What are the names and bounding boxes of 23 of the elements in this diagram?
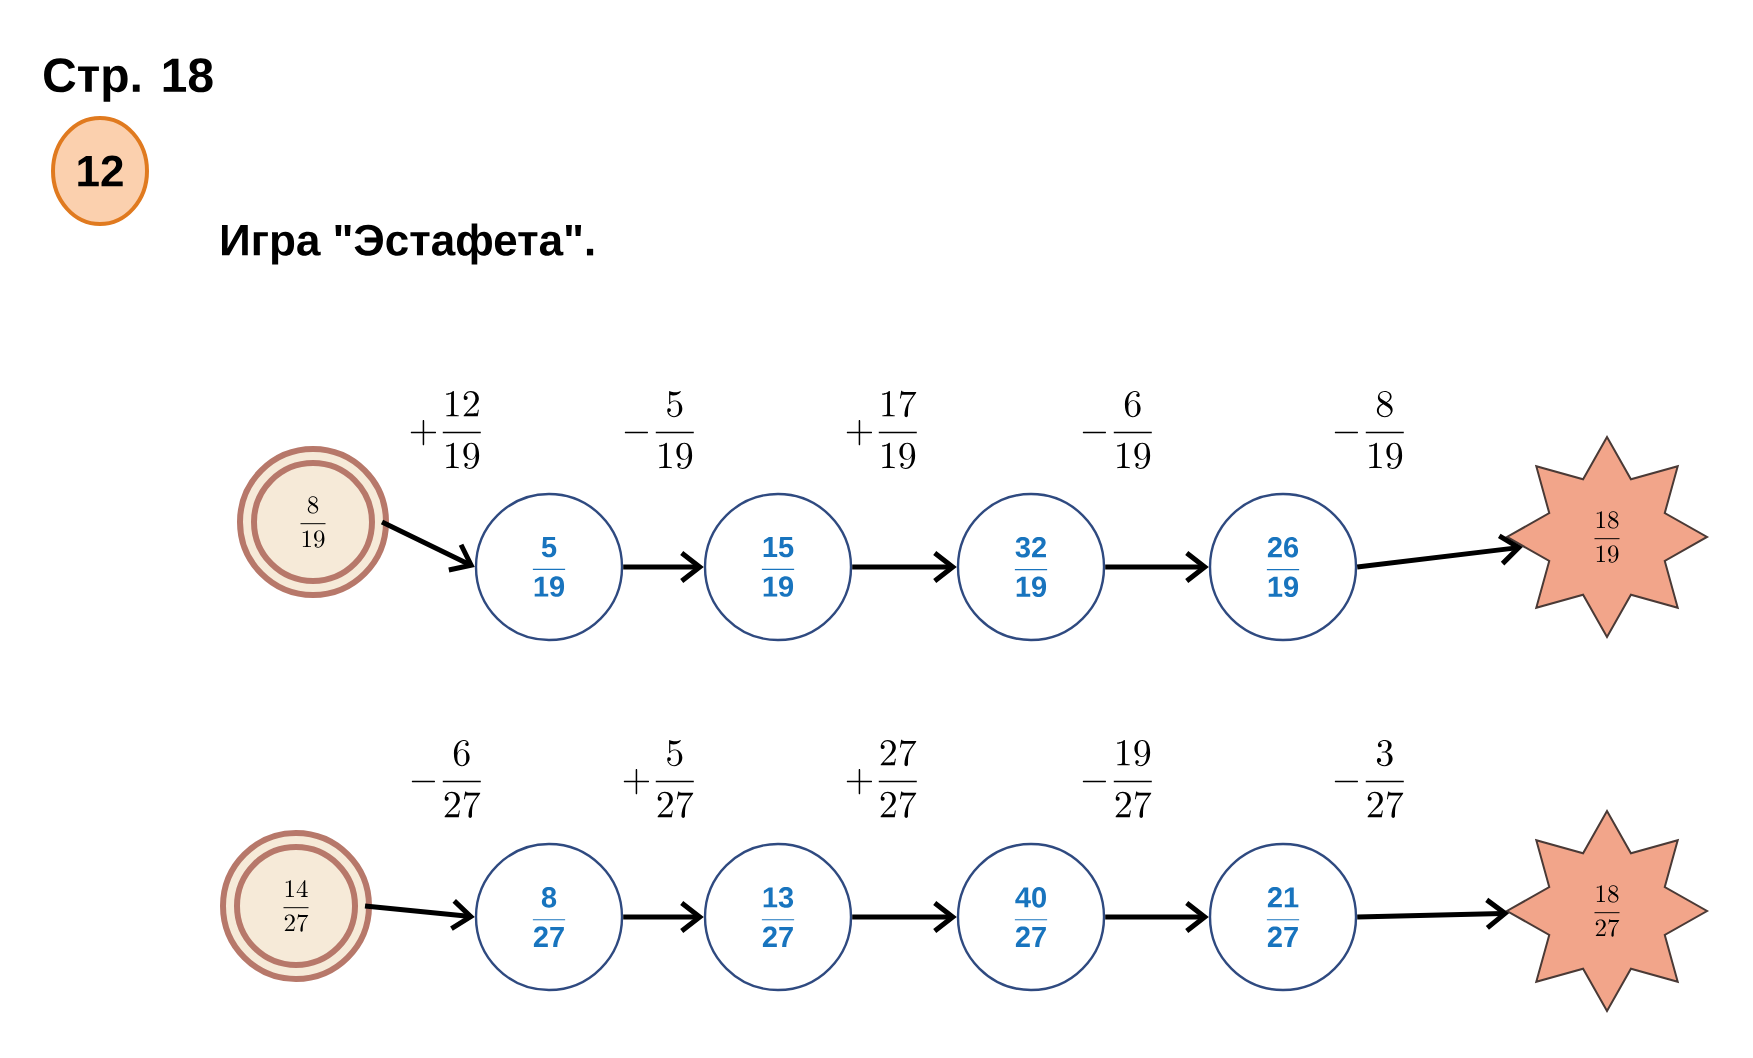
arrow <box>852 551 957 583</box>
arrow <box>623 551 704 583</box>
edge-label: $+\frac{12}{19}$ <box>410 391 481 469</box>
title: Игра "Эстафета". <box>222 223 594 265</box>
edge-label: $-\frac{8}{19}$ <box>1334 391 1404 469</box>
arrow <box>364 899 475 931</box>
edge-label: $-\frac{5}{19}$ <box>624 391 694 469</box>
arrow <box>1105 901 1209 933</box>
edge-label: $-\frac{6}{27}$ <box>411 740 481 818</box>
edge-label: $+\frac{17}{19}$ <box>846 390 917 469</box>
edge-label: $+\frac{27}{27}$ <box>846 739 917 818</box>
start-ring: $\frac{14}{27}$ <box>220 830 372 982</box>
arrow <box>852 901 957 933</box>
arrow <box>623 901 704 933</box>
edge-label: $+\frac{5}{27}$ <box>623 740 694 818</box>
arrow <box>1357 897 1510 930</box>
arrow <box>380 519 475 573</box>
start-ring: $\frac{8}{19}$ <box>237 446 389 598</box>
edge-label: $-\frac{19}{27}$ <box>1082 740 1152 818</box>
arrow <box>1105 551 1209 583</box>
arrow <box>1356 533 1523 570</box>
edge-label: $-\frac{6}{19}$ <box>1082 391 1152 469</box>
edge-label: $-\frac{3}{27}$ <box>1334 740 1404 818</box>
